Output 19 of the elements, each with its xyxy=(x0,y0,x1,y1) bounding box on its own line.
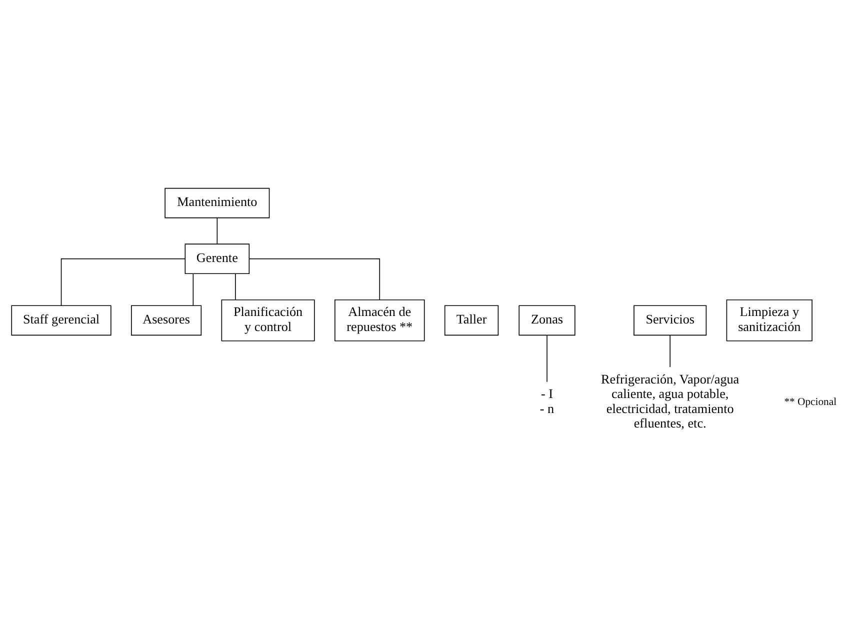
node-text: - I - n xyxy=(540,386,554,416)
node-box: Taller xyxy=(444,305,499,336)
connector xyxy=(192,273,194,306)
node-box: Gerente xyxy=(184,244,250,274)
node-box: Mantenimiento xyxy=(164,188,270,218)
label: ** Opcional xyxy=(784,397,837,408)
node-box: Asesores xyxy=(131,305,202,336)
connector xyxy=(546,335,548,382)
node-box: Planificación y control xyxy=(221,299,315,342)
connector xyxy=(248,258,380,300)
connector xyxy=(60,258,186,306)
node-box: Zonas xyxy=(518,305,576,336)
node-box: Almacén de repuestos ** xyxy=(334,299,425,342)
node-box: Servicios xyxy=(634,305,707,336)
connector xyxy=(235,273,236,300)
connector xyxy=(216,218,218,244)
node-box: Limpieza y sanitización xyxy=(726,299,812,342)
node-box: Staff gerencial xyxy=(11,305,112,336)
node-text: Refrigeración, Vapor/agua caliente, agua potable, electricidad, tratamiento efluentes, etc. xyxy=(601,371,740,431)
